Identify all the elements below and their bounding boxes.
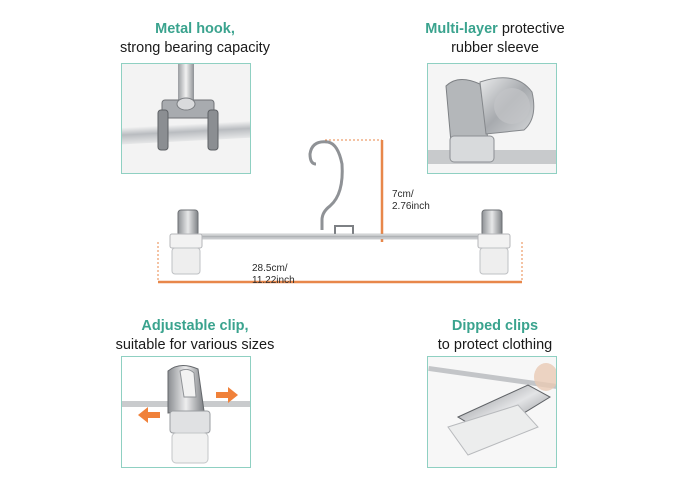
caption-line2: to protect clothing: [437, 337, 553, 353]
width-inch: 11.22inch: [252, 275, 295, 286]
caption-highlight: Adjustable clip,: [141, 318, 249, 334]
hanger-illustration: [157, 139, 523, 284]
caption-rubber-sleeve: Multi-layer protective rubber sleeve: [400, 20, 590, 58]
caption-line2: strong bearing capacity: [120, 40, 270, 56]
caption-rest: protective: [497, 21, 565, 37]
arrow-right-icon: [216, 387, 238, 403]
caption-dipped-clips: Dipped clips to protect clothing: [400, 317, 590, 355]
photo-metal-hook: [121, 63, 251, 174]
caption-line2: suitable for various sizes: [115, 337, 275, 353]
adjustable-clip: [122, 357, 250, 467]
height-cm: 7cm/: [392, 189, 414, 200]
caption-metal-hook: Metal hook, strong bearing capacity: [100, 20, 290, 58]
hanger-diagram: [150, 130, 530, 300]
height-inch: 2.76inch: [392, 201, 430, 212]
caption-highlight: Metal hook,: [155, 21, 235, 37]
photo-adjustable-clip: [121, 356, 251, 468]
caption-line2: rubber sleeve: [451, 40, 539, 56]
width-dimension-label: 28.5cm/ 11.22inch: [252, 263, 322, 287]
rubber-sleeve-clip: [428, 64, 556, 173]
caption-adjustable-clip: Adjustable clip, suitable for various si…: [95, 317, 295, 355]
photo-rubber-sleeve: [427, 63, 557, 174]
metal-hook-closeup: [122, 64, 250, 173]
photo-dipped-clips: [427, 356, 557, 468]
dipped-clips: [428, 357, 556, 467]
caption-highlight: Dipped clips: [451, 318, 539, 334]
arrow-left-icon: [138, 407, 160, 423]
height-dimension-label: 7cm/ 2.76inch: [392, 189, 452, 213]
caption-highlight: Multi-layer: [425, 21, 498, 37]
width-cm: 28.5cm/: [252, 263, 288, 274]
